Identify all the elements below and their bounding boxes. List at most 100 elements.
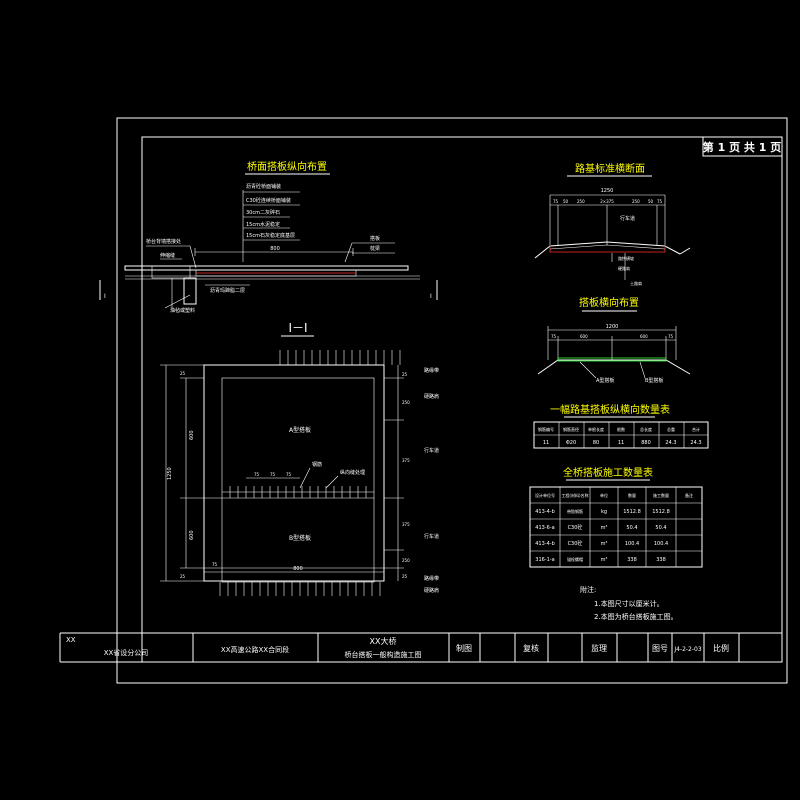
drawing-name-line1: XX大桥 [370, 636, 397, 646]
table2-cell: 316-1-a [535, 557, 554, 563]
joint-label: 纵向缝处理 [340, 469, 365, 476]
table2-cell: 413-4-b [535, 509, 555, 515]
road-total-width: 1250 [601, 188, 614, 194]
slab-width: 1200 [606, 324, 619, 330]
table2-header: 数量 [628, 492, 636, 498]
table1-header: 总长度 [640, 426, 652, 432]
table2-cell: 338 [656, 557, 666, 563]
length-dim: 800 [270, 246, 280, 252]
table1-header: 总重 [667, 426, 675, 432]
slab-layout-title: 搭板横向布置 [579, 296, 639, 309]
table2-cell: m³ [601, 525, 608, 531]
table2-cell: C30砼 [568, 540, 583, 547]
table1-header: 根数 [617, 426, 625, 432]
callout-label: 沥青玛蹄脂二层 [210, 287, 245, 294]
callout-label: 油毡或塑料 [170, 307, 195, 314]
table2-cell: 100.4 [654, 541, 668, 547]
lane-label: 路缘带 [424, 367, 439, 374]
table2-cell: 100.4 [625, 541, 639, 547]
check-label: 复核 [523, 643, 539, 653]
section-mark: I [430, 293, 432, 300]
table1-cell: 24.3 [665, 440, 676, 446]
figno: J4-2-2-03 [673, 646, 702, 653]
slab-label: B型搭板 [645, 377, 663, 384]
supervise-label: 监理 [591, 643, 607, 653]
title-block: XX XX省设分公司 XX高速公路XX合同段 XX大桥 桥台搭板一般构造施工图 … [59, 632, 782, 663]
table2-cell: m³ [601, 541, 608, 547]
table1-cell: 24.3 [690, 440, 701, 446]
table2-cell: 带肋钢筋 [567, 508, 583, 514]
table2-cell: 锚栓螺帽 [567, 556, 583, 562]
company-name: XX省设分公司 [104, 648, 149, 657]
road-label: 硬路肩 [618, 265, 630, 271]
section-mark: I [104, 293, 106, 300]
callout-label: 搭板 [370, 235, 380, 242]
page-indicator-box [702, 136, 783, 157]
road-dim: 2×375 [600, 199, 614, 204]
lane-label: 行车道 [424, 447, 439, 454]
left-bottom-dim: 25 [180, 574, 186, 579]
table2-cell: 1512.8 [652, 509, 670, 515]
lane-label: 行车道 [424, 533, 439, 540]
right-dim: 25 [402, 372, 408, 377]
lane-label: 硬路肩 [424, 587, 439, 594]
rebar-label: 钢筋 [312, 461, 322, 468]
table2-cell: 50.4 [655, 525, 666, 531]
figno-label: 图号 [652, 644, 668, 653]
road-dim: 50 [563, 199, 569, 204]
company-top: XX [66, 636, 76, 644]
scale-label: 比例 [713, 643, 729, 653]
slab-dim: 600 [580, 334, 588, 339]
right-dim: 250 [402, 558, 410, 563]
table2-title: 全桥搭板施工数量表 [563, 466, 653, 479]
note-item: 2.本图为桥台搭板施工图。 [594, 612, 678, 621]
slab-layout: 搭板横向布置 1200 75 600 600 75 A型搭板 B型搭板 [537, 296, 691, 384]
slab-label: A型搭板 [596, 377, 614, 384]
spacing-dim: 75 [286, 472, 292, 477]
page-indicator: 第 1 页 共 1 页 [703, 140, 781, 154]
outer-frame [116, 117, 788, 684]
table1-cell: 80 [593, 440, 599, 446]
table1-cell: Φ20 [566, 440, 576, 446]
longitudinal-layout: 桥面搭板纵向布置 沥青砼桥面铺装 C30砼连续桥面铺装 30cm二灰碎石 15c… [99, 160, 438, 314]
callout-label: 桥台背墙搭接处 [146, 238, 181, 245]
table2-header: 施工数量 [653, 492, 669, 498]
layer-label: 沥青砼桥面铺装 [246, 183, 281, 190]
table1-cell: 11 [543, 440, 549, 446]
drawn-label: 制图 [456, 643, 472, 653]
table1-title: 一幅路基搭板纵横向数量表 [550, 403, 670, 416]
left-total-dim: 1250 [167, 467, 173, 480]
table2-header: 工程(材料)名称 [561, 492, 588, 498]
table2-header: 备注 [685, 492, 693, 498]
layer-label: 30cm二灰碎石 [246, 209, 280, 216]
callout-label: 伸缩缝 [160, 252, 175, 259]
notes-heading: 附注: [580, 585, 596, 594]
a-slab-label: A型搭板 [289, 426, 311, 434]
layer-label: C30砼连续桥面铺装 [246, 197, 291, 204]
table1-header: 钢筋编号 [538, 426, 554, 432]
left-lower-dim: 600 [189, 530, 195, 540]
table2-cell: 413-6-a [535, 525, 554, 531]
quantity-table: 全桥搭板施工数量表 设计单位号 工程(材料)名称 单位 数量 施工数量 备注 4… [529, 466, 703, 568]
table2-cell: 413-4-b [535, 541, 555, 547]
table2-header: 设计单位号 [535, 492, 555, 498]
layer-label: 15cm石灰稳定底基层 [246, 232, 295, 239]
table1-cell: 11 [618, 440, 624, 446]
table2-cell: C30砼 [568, 524, 583, 531]
b-slab-label: B型搭板 [289, 534, 311, 542]
table2-cell: 1512.8 [623, 509, 641, 515]
drawing-name-line2: 桥台搭板一般构造施工图 [345, 650, 422, 659]
road-dim: 250 [632, 199, 640, 204]
table1-header: 钢筋直径 [563, 426, 579, 432]
right-dim: 250 [402, 400, 410, 405]
slab-dim: 600 [640, 334, 648, 339]
callout-label: 枕梁 [370, 245, 380, 252]
longitudinal-title: 桥面搭板纵向布置 [247, 160, 327, 173]
layer-label: 15cm水泥稳定 [246, 221, 280, 228]
right-dim: 25 [402, 574, 408, 579]
inner-frame [141, 136, 783, 663]
rebar-table: 一幅路基搭板纵横向数量表 钢筋编号 钢筋直径 单根长度 根数 总长度 总重 合计… [533, 403, 709, 449]
section-ii: I－I [160, 321, 439, 596]
road-section-title: 路基标准横断面 [575, 162, 645, 175]
